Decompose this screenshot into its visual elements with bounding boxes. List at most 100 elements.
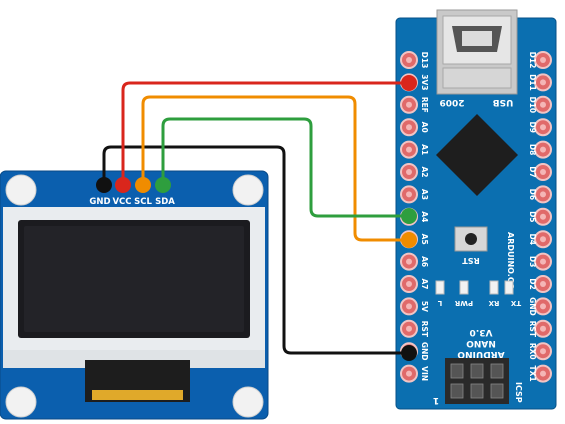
nano-left-pin-label-a3: A3 xyxy=(420,189,429,200)
nano-right-pin-label-d12: D12 xyxy=(528,52,537,69)
wire-sda xyxy=(161,117,409,218)
nano-left-pin-hole-d13 xyxy=(406,57,412,63)
nano-right-pin-hole-rst xyxy=(540,325,546,332)
nano-right-pin-hole-d3 xyxy=(540,258,546,265)
nano-right-pin-label-d4: D4 xyxy=(528,233,537,244)
hole-bottom-right xyxy=(232,386,264,418)
nano-right-pin-hole-d6 xyxy=(540,191,546,198)
usb-connector xyxy=(436,9,518,95)
nano-left-pin-label-a7: A7 xyxy=(420,278,429,289)
nano-left-pin-label-vin: VIN xyxy=(420,366,429,381)
led-tx xyxy=(504,280,514,295)
nano-right-pin-hole-d10 xyxy=(540,101,546,108)
nano-right-pin-hole-d2 xyxy=(540,281,546,287)
nano-left-pin-hole-a7 xyxy=(406,281,412,287)
flex-cable-gold xyxy=(92,390,183,400)
nano-right-pin-label-d10: D10 xyxy=(528,96,537,113)
nano-right-pin-hole-d11 xyxy=(540,79,546,86)
led-label-rx: RX xyxy=(488,299,499,307)
hole-bottom-left xyxy=(5,386,37,418)
nano-usb-label: USB xyxy=(493,97,514,107)
nano-right-pin-hole-rx0 xyxy=(540,348,546,355)
nano-pcb xyxy=(396,18,556,409)
nano-year: 2009 xyxy=(439,97,464,107)
nano-right-pin-label-rx0: RX0 xyxy=(528,343,537,360)
wire-scl xyxy=(141,95,409,242)
nano-left-pin-hole-ref xyxy=(406,101,412,108)
nano-left-pin-label-ref: REF xyxy=(420,97,429,113)
nano-right-pin-hole-tx1 xyxy=(540,370,546,377)
nano-left-pin-hole-a1 xyxy=(406,146,412,153)
nano-right-pin-label-d8: D8 xyxy=(528,144,537,155)
board-title-line1: ARDUINO xyxy=(457,349,505,359)
nano-right-pin-hole-d5 xyxy=(540,213,546,220)
nano-left-pin-label-a4: A4 xyxy=(420,211,429,222)
wire-vcc xyxy=(121,81,409,185)
wire-end-a4 xyxy=(401,208,417,224)
nano-left-pin-label-3v3: 3V3 xyxy=(420,74,429,90)
icsp-label: ICSP xyxy=(514,382,523,403)
nano-left-pin-label-d13: D13 xyxy=(420,52,429,69)
board-title-line2: NANO xyxy=(466,338,496,348)
nano-right-pin-label-d9: D9 xyxy=(528,121,537,132)
nano-left-pin-label-a1: A1 xyxy=(420,144,429,155)
nano-right-pin-hole-d8 xyxy=(540,146,546,153)
nano-left-pin-label-rst: RST xyxy=(420,321,429,338)
status-leds xyxy=(435,280,514,295)
reset-button[interactable] xyxy=(454,226,488,252)
nano-left-pin-hole-vin xyxy=(406,370,412,377)
oled-pin-labels: GND VCC SCL SDA xyxy=(89,197,175,207)
nano-right-pin-label-d2: D2 xyxy=(528,278,537,289)
nano-left-pin-hole-a3 xyxy=(406,191,412,198)
oled-label-sda: SDA xyxy=(155,197,175,207)
nano-left-pin-label-a6: A6 xyxy=(420,256,429,267)
led-pwr xyxy=(459,280,469,295)
nano-right-pin-label-d7: D7 xyxy=(528,166,537,177)
nano-left-pin-label-gnd: GND xyxy=(420,342,429,361)
mounting-holes xyxy=(5,174,264,418)
oled-label-vcc: VCC xyxy=(112,197,131,207)
led-label-l: L xyxy=(437,299,442,307)
nano-left-pin-label-a0: A0 xyxy=(420,122,429,133)
nano-left-pin-label-a5: A5 xyxy=(420,234,429,245)
nano-left-pin-hole-a0 xyxy=(406,124,412,131)
nano-right-pin-hole-d7 xyxy=(540,169,546,175)
led-l xyxy=(435,280,445,295)
wire-end-gnd xyxy=(401,345,417,361)
wires xyxy=(102,81,409,355)
nano-left-pin-hole-5v xyxy=(406,303,412,310)
hole-top-right xyxy=(232,174,264,206)
nano-right-pin-hole-d4 xyxy=(540,236,546,243)
nano-right-pin-label-d5: D5 xyxy=(528,211,537,222)
arduino-nano: 2009 USB RST ARDUINO.CC L PWR RX TX ARDU… xyxy=(395,9,557,410)
nano-left-pin-hole-a6 xyxy=(406,258,412,265)
hole-top-left xyxy=(5,174,37,206)
nano-right-pin-label-d11: D11 xyxy=(528,74,537,91)
nano-right-pin-hole-gnd xyxy=(540,303,546,310)
nano-right-pin-label-gnd: GND xyxy=(528,297,537,316)
nano-right-pin-label-d3: D3 xyxy=(528,256,537,267)
wire-end-3v3 xyxy=(401,75,417,91)
nano-left-pin-label-5v: 5V xyxy=(420,301,429,312)
brand-label: ARDUINO.CC xyxy=(506,232,515,289)
led-label-pwr: PWR xyxy=(454,299,473,307)
nano-right-pin-label-rst: RST xyxy=(528,321,537,338)
wire-ends xyxy=(401,75,417,361)
reset-label: RST xyxy=(462,256,480,265)
oled-module: GND VCC SCL SDA xyxy=(0,170,269,420)
oled-label-scl: SCL xyxy=(134,197,152,207)
oled-label-gnd: GND xyxy=(89,197,110,207)
nano-left-pin-hole-a2 xyxy=(406,169,412,175)
nano-right-pin-hole-d12 xyxy=(540,57,546,63)
wire-end-a5 xyxy=(401,232,417,248)
nano-right-pin-label-d6: D6 xyxy=(528,189,537,200)
nano-right-pin-hole-d9 xyxy=(540,124,546,131)
led-label-tx: TX xyxy=(510,299,521,307)
pin1-mark: 1 xyxy=(433,395,439,405)
nano-left-pin-hole-rst xyxy=(406,325,412,332)
nano-left-pin-label-a2: A2 xyxy=(420,166,429,177)
oled-glass-tab xyxy=(3,350,265,368)
nano-right-pin-label-tx1: TX1 xyxy=(528,366,537,382)
